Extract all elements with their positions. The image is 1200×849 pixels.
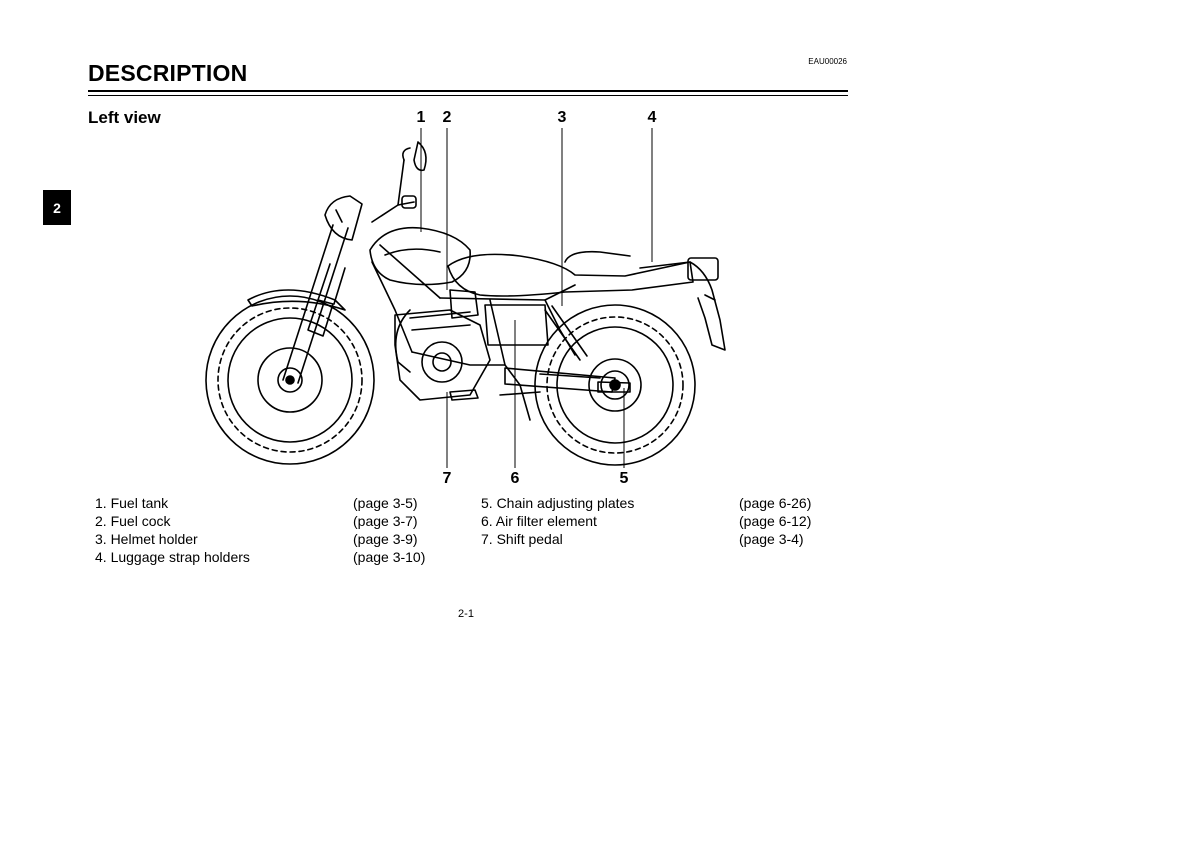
callout-6: 6 [510, 470, 520, 487]
legend-page-ref: (page 6-12) [739, 513, 812, 529]
legend-page-ref: (page 3-10) [353, 549, 426, 565]
callout-1: 1 [416, 109, 426, 126]
callout-4: 4 [647, 109, 657, 126]
legend-item: 6. Air filter element [481, 513, 597, 529]
legend-page-ref: (page 6-26) [739, 495, 812, 511]
legend-item: 7. Shift pedal [481, 531, 563, 547]
document-code: EAU00026 [808, 57, 847, 66]
page-number: 2-1 [458, 608, 474, 620]
legend-item: 3. Helmet holder [95, 531, 198, 547]
chapter-tab: 2 [43, 190, 71, 225]
callout-3: 3 [557, 109, 567, 126]
legend-page-ref: (page 3-5) [353, 495, 418, 511]
front-wheel [205, 295, 375, 465]
legend-item: 2. Fuel cock [95, 513, 171, 529]
legend-item: 5. Chain adjusting plates [481, 495, 635, 511]
page-title: DESCRIPTION [88, 60, 248, 86]
legend-item: 4. Luggage strap holders [95, 549, 250, 565]
legend-page-ref: (page 3-9) [353, 531, 418, 547]
callout-leaders [420, 128, 653, 468]
header-rule-thin [88, 95, 848, 96]
callout-2: 2 [442, 109, 452, 126]
legend-page-ref: (page 3-7) [353, 513, 418, 529]
legend-item: 1. Fuel tank [95, 495, 169, 511]
header-rule [88, 90, 848, 92]
callout-5: 5 [619, 470, 629, 487]
legend-page-ref: (page 3-4) [739, 531, 804, 547]
callout-7: 7 [442, 470, 452, 487]
section-subtitle: Left view [88, 108, 161, 127]
